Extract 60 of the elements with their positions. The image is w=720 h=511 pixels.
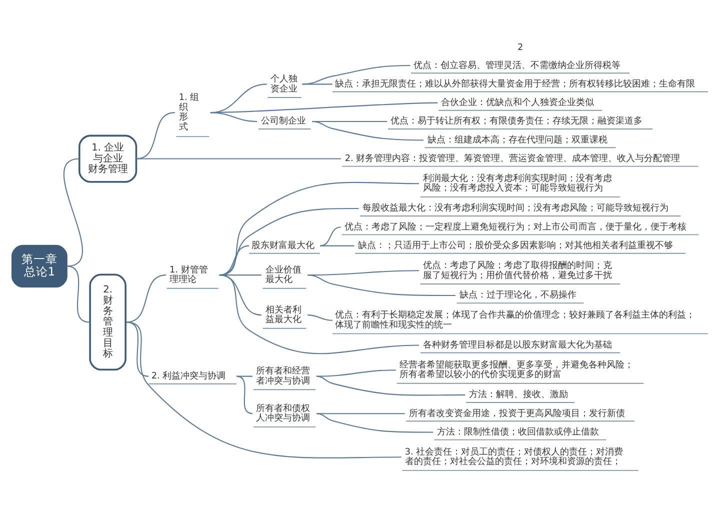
connector — [320, 244, 354, 246]
connector — [66, 265, 90, 322]
node-text: 所有者和债权人冲突与协调 — [256, 403, 310, 424]
connector — [316, 369, 396, 376]
connector — [210, 112, 258, 122]
node-text: 利润最大化：没有考虑利润实现时间；没有考虑风险；没有考虑投入资本；可能导致短视行为 — [423, 173, 612, 194]
connector — [126, 321, 402, 458]
node-box: 2. 财务管理目标 — [89, 273, 126, 370]
node-box: 第一章总论1 — [11, 244, 68, 288]
node-text: 2. 利益冲突与协调 — [151, 371, 226, 382]
connector — [64, 158, 83, 266]
connector — [312, 120, 424, 140]
node-text: 优点：有利于长期稳定发展；体现了合作共赢的价值理念；较好兼顾了各利益主体的利益；体现了前瞻性和现实性的统一 — [335, 310, 696, 330]
connector — [126, 274, 166, 322]
connector — [316, 412, 434, 432]
node-text: 股东财富最大化 — [252, 240, 315, 251]
node-text: 各种财务管理目标都是以股东财富最大化为基础 — [423, 340, 612, 350]
node-text: 2. 财务管理内容：投资管理、筹资管理、营运资金管理、成本管理、收入与分配管理 — [344, 153, 680, 164]
node-text: 缺点：承担无限责任；难以从外部获得大量资金用于经营；所有权转移比较困难；生命有限 — [335, 78, 696, 89]
node-text: 优点：考虑了风险；一定程度上避免短视行为；对上市公司而言，便于量化，便于考核 — [344, 222, 686, 232]
node-text: 缺点：；只适用于上市公司；股价受众多因素影响；对其他相关者利益重视不够 — [358, 240, 673, 251]
node-text: 相关者利益最大化 — [265, 304, 302, 325]
node-box: 1. 企业与企业财务管理 — [78, 134, 138, 182]
connector — [219, 207, 359, 276]
node-text: 企业价值最大化 — [265, 264, 302, 285]
connector — [136, 158, 341, 159]
node-text: 所有者改变资金用途，投资于更高风险项目；发行新债 — [408, 408, 625, 418]
node-text: 每股收益最大化：没有考虑利润实现时间；没有考虑风险；可能导致短视行为 — [362, 203, 669, 214]
node-text: 1. 组织形式 — [178, 92, 200, 132]
connector — [308, 314, 332, 320]
connector — [236, 375, 253, 414]
connector — [219, 274, 262, 276]
node-text: 1. 财管管理理论 — [170, 264, 208, 285]
node-text: 所有者和经营者冲突与协调 — [256, 366, 310, 386]
label: 2 — [517, 42, 524, 52]
connector — [316, 412, 405, 414]
connector — [308, 274, 456, 296]
connector — [219, 181, 420, 276]
connector — [219, 244, 250, 276]
connector — [302, 83, 332, 84]
connector — [219, 274, 262, 316]
node-text: 公司制企业 — [260, 116, 306, 126]
node-text: 方法：限制性借债；收回借款或停止借款 — [436, 426, 599, 437]
node-text: 合伙企业：优缺点和个人独资企业类似 — [441, 98, 594, 108]
node-text: 优点：创立容易、管理灵活、不需缴纳企业所得税等 — [414, 60, 621, 70]
connector — [308, 270, 420, 276]
node-text: 方法：解聘、接收、激励 — [468, 390, 568, 400]
node-text: 优点：考虑了风险；考虑了取得报酬的时间；克服了短视行为；用价值代替价格，避免过多干扰 — [423, 260, 612, 280]
connector — [126, 321, 149, 376]
node-text: 优点：易于转让所有权；有限债务责任；存续无限；融资渠道多 — [390, 116, 643, 126]
node-text: 缺点：过于理论化，不易操作 — [459, 290, 576, 300]
node-text: 个人独资企业 — [270, 74, 298, 94]
connector — [320, 226, 341, 246]
connector — [302, 64, 410, 84]
node-text: 3. 社会责任：对员工的责任；对债权人的责任；对消费者的责任；对社会公益的责任；对环境和资源的责任； — [404, 446, 624, 467]
connector — [236, 375, 253, 376]
node-text: 缺点：组建成本高；存在代理问题；双重课税 — [427, 134, 608, 145]
connector — [219, 274, 420, 354]
node-text: 经营者希望能获取更多报酬、更多享受，并避免各种风险；所有者希望以较小的代价实现更多的财富 — [400, 360, 634, 380]
connector — [316, 375, 466, 396]
